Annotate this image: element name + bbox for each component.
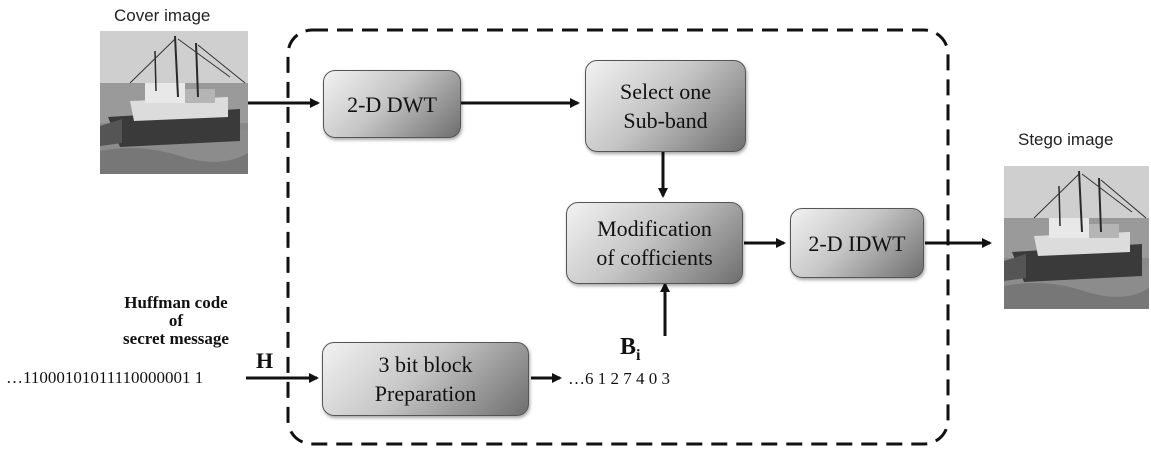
bi-values: …6 1 2 7 4 0 3 — [568, 369, 670, 388]
block-preparation-block: 3 bit block Preparation — [322, 342, 529, 416]
prep-label-line1: 3 bit block — [378, 352, 473, 377]
huffman-label: Huffman code of secret message — [96, 294, 256, 348]
stego-image — [1004, 166, 1149, 309]
stego-image-label: Stego image — [1018, 130, 1114, 149]
bi-subscript: i — [636, 346, 641, 364]
idwt-block: 2-D IDWT — [790, 208, 924, 278]
boat-photo-icon — [1004, 166, 1149, 309]
h-label: H — [256, 348, 274, 373]
huffman-label-line2: of — [168, 311, 184, 330]
select-label-line1: Select one — [619, 79, 712, 104]
huffman-label-line3: secret message — [123, 329, 229, 348]
bi-label: Bi — [620, 334, 640, 365]
secret-bits: …11000101011110000001 1 — [6, 368, 204, 387]
idwt-label: 2-D IDWT — [808, 230, 906, 256]
huffman-label-line1: Huffman code — [124, 293, 228, 312]
system-boundary — [286, 28, 950, 446]
bi-symbol: B — [620, 334, 637, 360]
modification-block: Modification of cofficients — [566, 202, 743, 284]
dwt-block: 2-D DWT — [323, 70, 461, 138]
modification-label-line1: Modification — [597, 216, 712, 241]
select-subband-block: Select one Sub-band — [585, 60, 746, 152]
cover-image-label: Cover image — [114, 6, 211, 25]
select-label-line2: Sub-band — [623, 108, 708, 133]
dwt-label: 2-D DWT — [347, 91, 437, 117]
boat-photo-icon — [100, 31, 248, 174]
prep-label-line2: Preparation — [374, 381, 477, 406]
modification-label-line2: of cofficients — [596, 245, 713, 270]
cover-image — [100, 31, 248, 174]
